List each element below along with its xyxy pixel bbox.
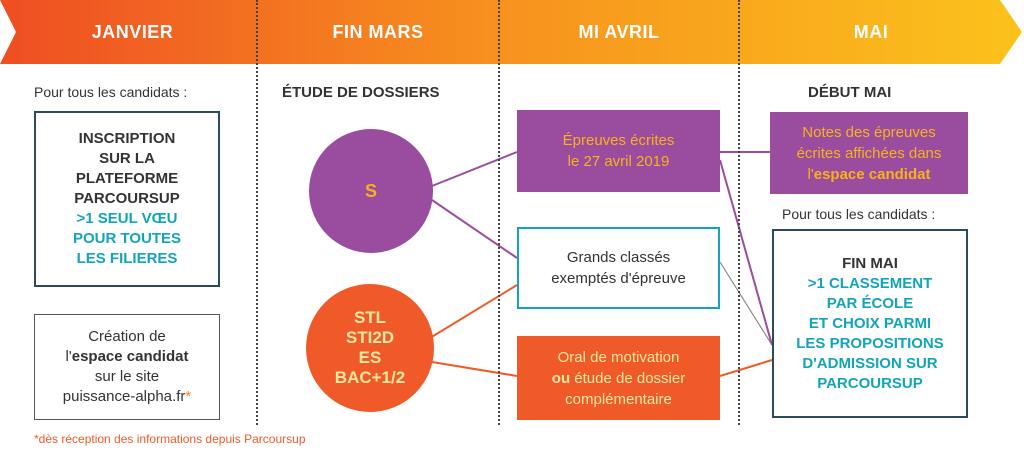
serie-label: STL — [353, 308, 387, 327]
oral-rest: étude de dossier — [570, 369, 686, 387]
oral-line: complémentaire — [565, 390, 672, 408]
mai-intro: Pour tous les candidats : — [782, 206, 936, 222]
circle-s-label: S — [364, 180, 377, 201]
inscription-line: INSCRIPTION — [78, 130, 176, 147]
fin-mai-line: >1 CLASSEMENT — [807, 274, 933, 292]
fin-mai-line: PAR ÉCOLE — [826, 294, 914, 312]
footnote: *dès réception des informations depuis P… — [34, 432, 306, 446]
asterisk: * — [185, 388, 192, 405]
creation-box: Création de l'espace candidat sur le sit… — [34, 314, 220, 420]
column-title-mai: MAI — [853, 21, 889, 42]
connector-other-grands — [429, 284, 518, 339]
fin-mai-line: FIN MAI — [842, 254, 898, 272]
fin-mai-box: FIN MAI >1 CLASSEMENT PAR ÉCOLE ET CHOIX… — [772, 229, 968, 418]
column-separator — [256, 0, 258, 425]
inscription-line: SUR LA — [99, 150, 155, 167]
creation-line: l'espace candidat — [66, 347, 189, 367]
column-title-fin-mars: FIN MARS — [332, 21, 424, 42]
site-url: puissance-alpha.fr — [62, 388, 186, 405]
etude-dossiers-heading: ÉTUDE DE DOSSIERS — [282, 84, 440, 101]
connector-oral-fin — [719, 359, 773, 377]
connector-grands-fin — [719, 261, 773, 346]
connector-other-oral — [431, 361, 518, 377]
espace-candidat-text: espace candidat — [71, 348, 189, 365]
connector-s-grands — [431, 199, 518, 259]
inscription-box: INSCRIPTION SUR LA PLATEFORME PARCOURSUP… — [34, 111, 220, 287]
epreuves-line: le 27 avril 2019 — [567, 153, 670, 170]
epreuves-ecrites-box: Épreuves écrites le 27 avril 2019 — [517, 110, 720, 192]
creation-line: puissance-alpha.fr* — [63, 387, 191, 407]
serie-label: ES — [358, 348, 382, 367]
column-title-janvier: JANVIER — [91, 21, 174, 42]
creation-prefix: l' — [65, 348, 72, 365]
circle-other-series: STL STI2D ES BAC+1/2 — [306, 284, 434, 412]
serie-label: BAC+1/2 — [334, 368, 406, 387]
column-title-mi-avril: MI AVRIL — [578, 21, 660, 42]
grands-classes-box: Grands classés exemptés d'épreuve — [517, 227, 720, 309]
notes-line: l'espace candidat — [808, 164, 931, 185]
notes-line: Notes des épreuves — [802, 123, 936, 141]
column-separator — [498, 0, 500, 425]
janvier-intro: Pour tous les candidats : — [34, 84, 188, 100]
fin-mai-line: LES PROPOSITIONS — [796, 334, 944, 352]
grands-line: Grands classés — [566, 249, 671, 266]
inscription-line: PLATEFORME — [75, 170, 179, 187]
oral-line: ou étude de dossier — [552, 368, 685, 389]
serie-label: STI2D — [345, 328, 395, 347]
fin-mai-line: D'ADMISSION SUR — [802, 354, 938, 372]
inscription-line: PARCOURSUP — [74, 190, 180, 207]
inscription-line: LES FILIERES — [76, 250, 178, 267]
inscription-line: POUR TOUTES — [72, 230, 182, 247]
fin-mai-line: PARCOURSUP — [817, 374, 923, 392]
column-separator — [738, 0, 740, 425]
connector-epreuves-fin — [719, 159, 773, 346]
creation-line: sur le site — [94, 368, 160, 385]
circle-s: S — [309, 129, 433, 253]
header-banner — [0, 0, 1022, 64]
notes-prefix: l' — [807, 165, 814, 183]
epreuves-line: Épreuves écrites — [562, 132, 675, 149]
notes-line: écrites affichées dans — [796, 144, 942, 162]
debut-mai-heading: DÉBUT MAI — [808, 84, 892, 101]
oral-line: Oral de motivation — [557, 348, 680, 366]
grands-line: exemptés d'épreuve — [551, 270, 686, 287]
notes-box: Notes des épreuves écrites affichées dan… — [770, 112, 968, 194]
inscription-line: >1 SEUL VŒU — [76, 210, 178, 227]
espace-candidat-text: espace candidat — [813, 165, 931, 183]
ou-text: ou — [551, 369, 571, 387]
creation-line: Création de — [88, 328, 166, 345]
oral-motivation-box: Oral de motivation ou étude de dossier c… — [517, 336, 720, 420]
connector-s-epreuves — [431, 151, 518, 187]
fin-mai-line: ET CHOIX PARMI — [808, 314, 932, 332]
